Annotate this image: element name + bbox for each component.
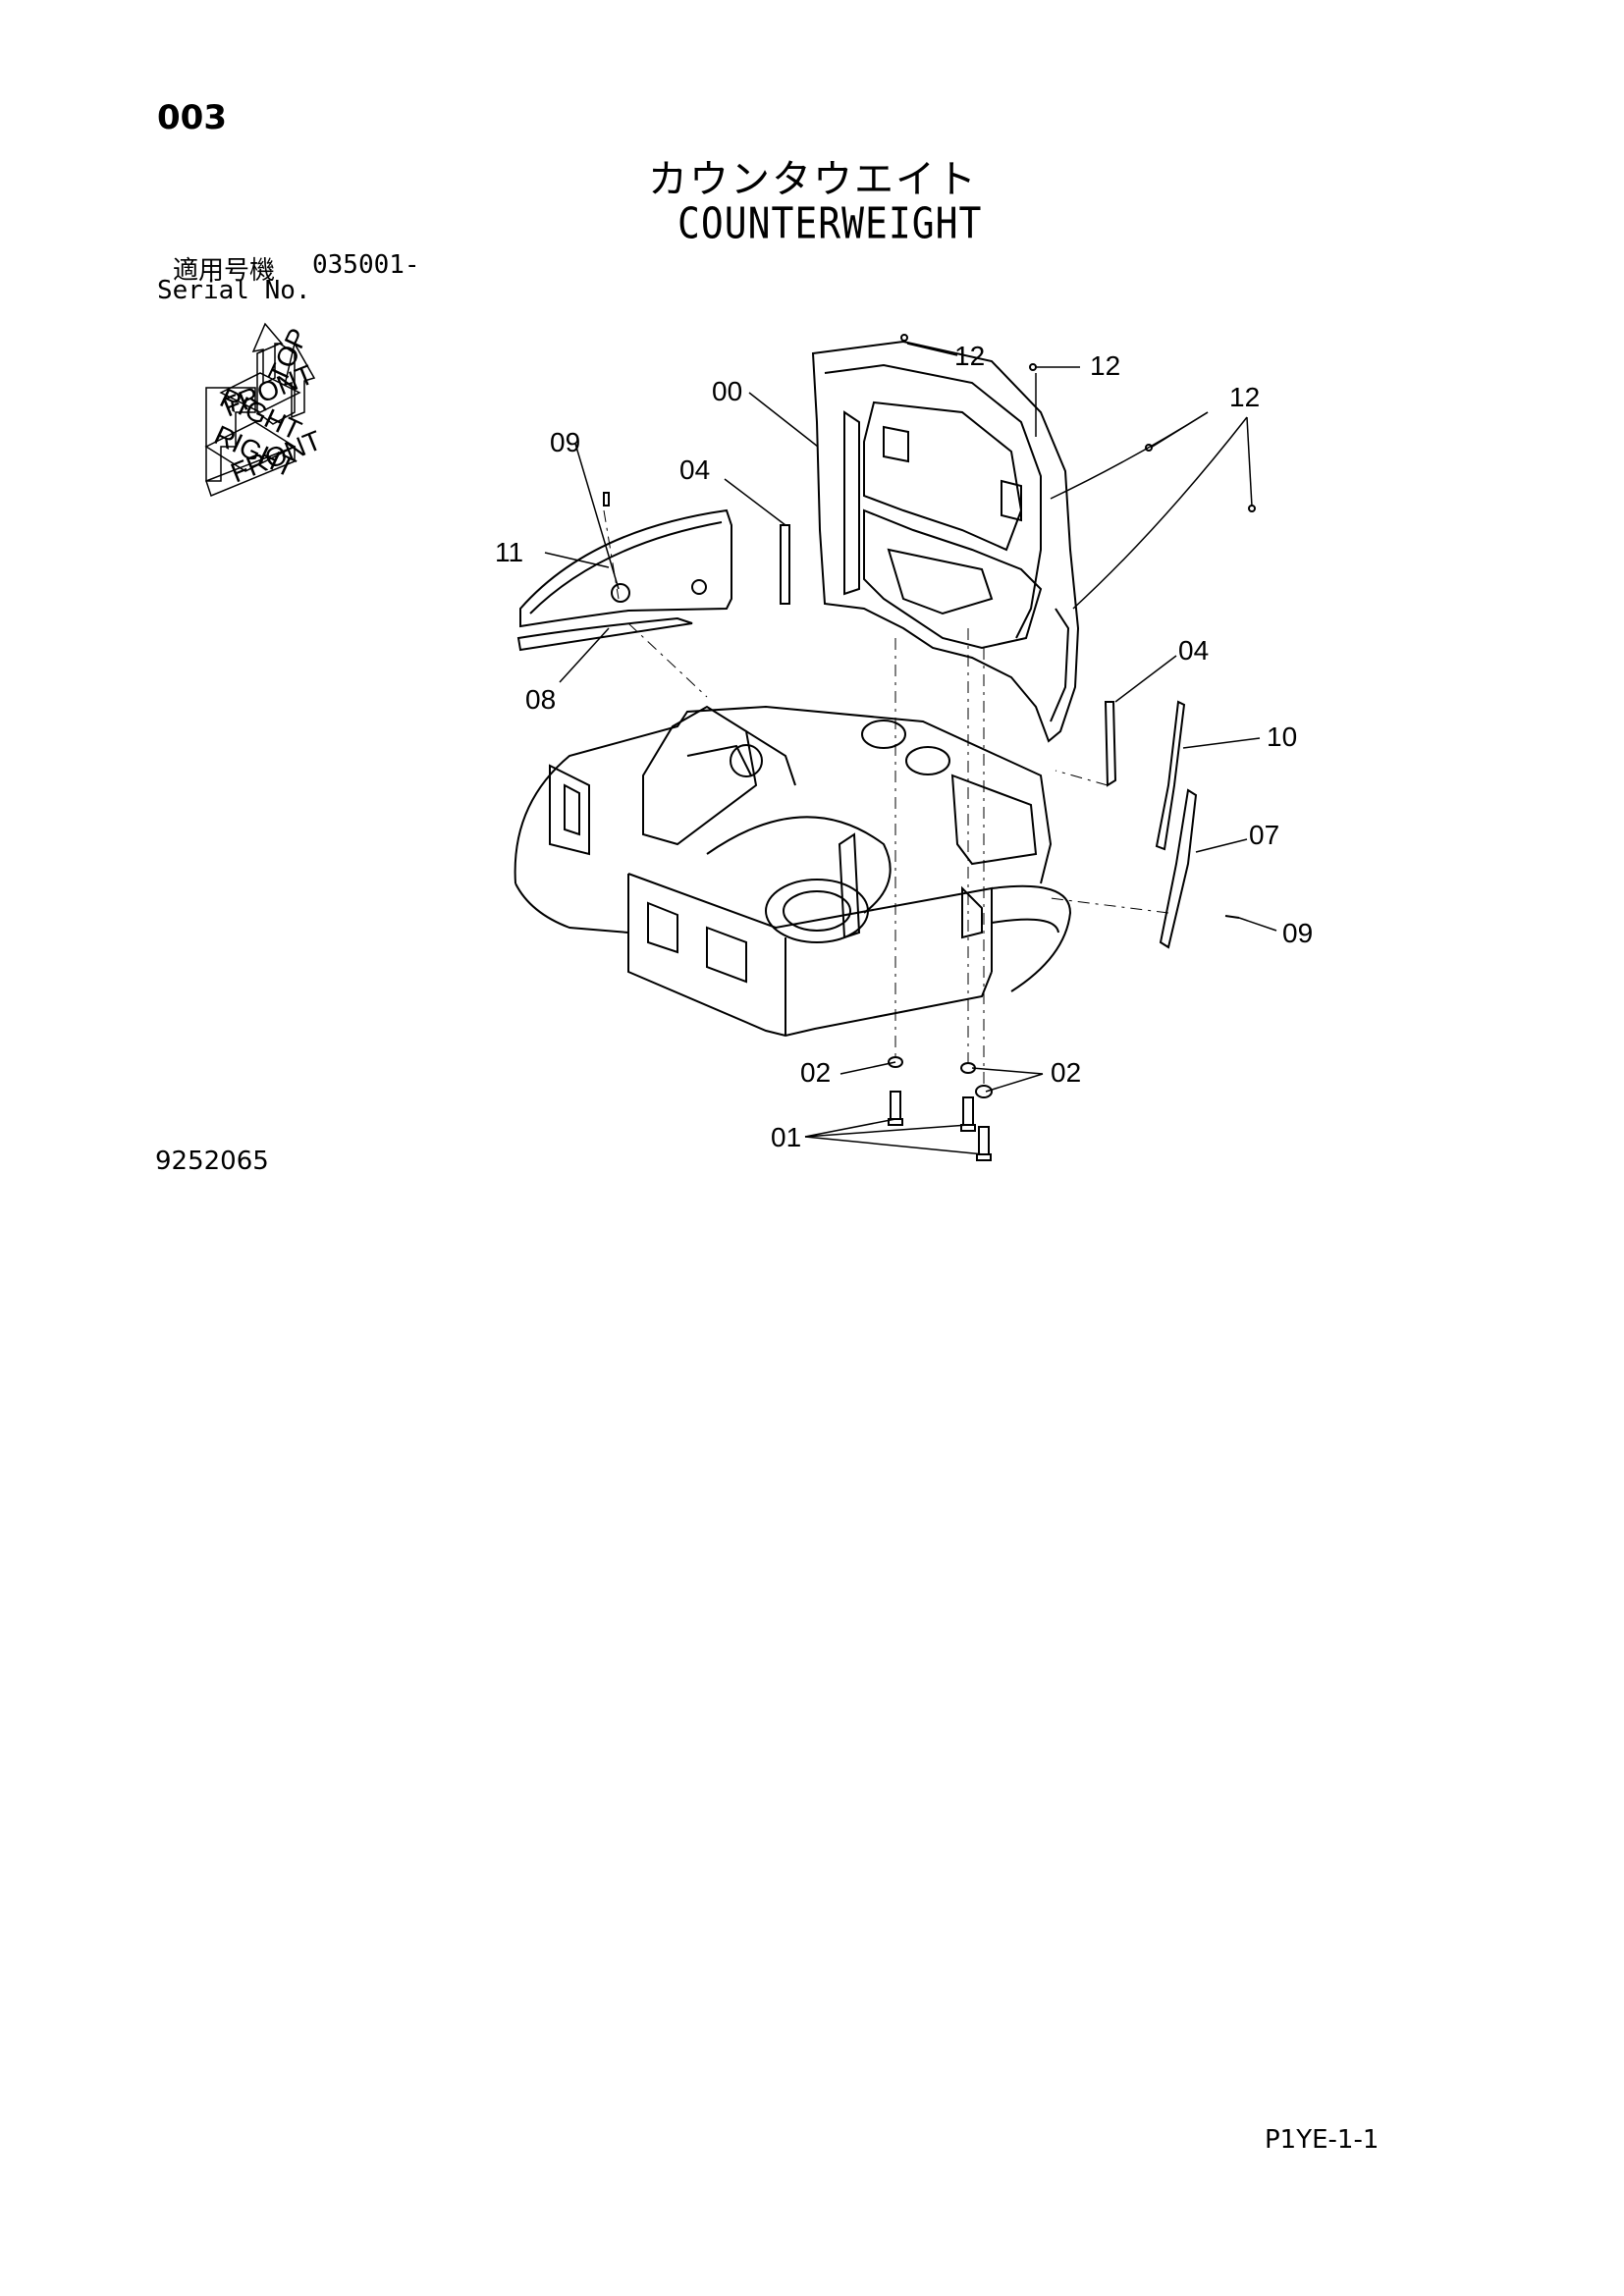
callout-00: 00 (712, 376, 742, 406)
page-title-english: COUNTERWEIGHT (677, 198, 983, 248)
rubber-strip-left (780, 524, 790, 605)
serial-number-value: 035001- (312, 250, 420, 280)
serial-label-english: Serial No. (157, 276, 311, 305)
right-cover-part (1155, 700, 1186, 851)
callout-02-right: 02 (1051, 1057, 1081, 1088)
callout-04-left: 04 (679, 454, 710, 485)
sheet-code: P1YE-1-1 (1265, 2125, 1380, 2155)
page-number: 003 (157, 98, 227, 137)
drawing-number: 9252065 (155, 1147, 269, 1176)
page-title-japanese: カウンタウエイト (648, 157, 978, 202)
callout-11: 11 (495, 537, 523, 567)
right-trim-part (1159, 788, 1198, 949)
screws-small (603, 334, 1256, 919)
counterweight-part (811, 340, 1080, 743)
alignment-lines (603, 509, 1169, 1088)
orientation-indicator-icon (204, 322, 316, 497)
callout-02-left: 02 (800, 1057, 831, 1088)
callout-12-c: 12 (1229, 382, 1260, 412)
callout-09-right: 09 (1282, 918, 1313, 948)
callout-07: 07 (1249, 820, 1279, 850)
bolts-and-washers (888, 1056, 993, 1161)
leader-lines (544, 343, 1277, 1155)
rubber-strip-right (1104, 701, 1117, 787)
serial-label-japanese: 適用号機 (173, 256, 276, 286)
upper-frame-structure (514, 705, 1072, 1038)
callout-08: 08 (525, 684, 556, 715)
callout-09-left: 09 (550, 427, 580, 457)
left-cover-part (516, 508, 732, 652)
callout-10: 10 (1267, 721, 1297, 752)
callout-12-a: 12 (954, 341, 985, 371)
callout-01: 01 (771, 1122, 801, 1152)
callout-04-right: 04 (1178, 635, 1209, 666)
callout-12-b: 12 (1090, 350, 1120, 381)
